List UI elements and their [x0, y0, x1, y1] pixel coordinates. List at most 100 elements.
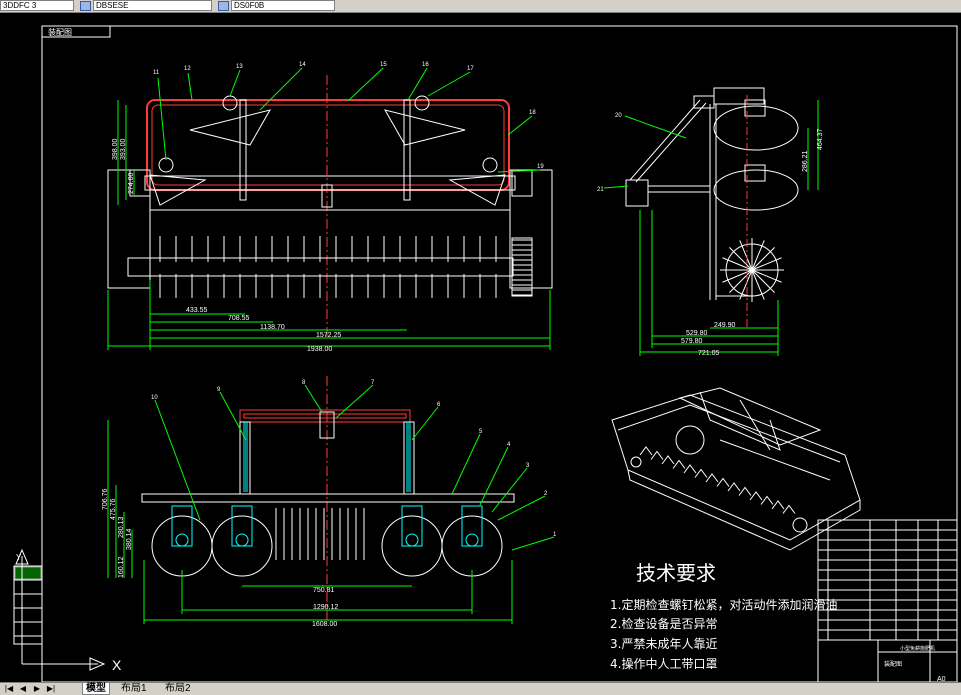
layer-manager-icon[interactable] — [80, 1, 91, 11]
leader-21 — [603, 185, 629, 189]
part-label: 6 — [437, 402, 441, 408]
side-top-mount — [693, 95, 715, 109]
side-top-block — [713, 87, 765, 105]
rotor-spoke — [729, 269, 753, 293]
tech-title: 技术要求 — [636, 561, 716, 585]
side-dimension-labels: 249.90 529.80 579.80 721.05 286.21 464.3… — [681, 128, 824, 357]
plan-disc-hub — [405, 533, 419, 547]
drawing-frame — [41, 25, 958, 683]
iso-tine — [661, 455, 675, 465]
front-view: 11 12 13 14 15 16 17 18 19 433.55 708. — [107, 62, 553, 353]
plan-beam — [141, 493, 515, 503]
dim-label: 1290.12 — [313, 604, 338, 611]
rotor-spoke — [751, 240, 765, 271]
side-view: 20 21 249.90 529.80 579.80 721.05 286.21… — [597, 87, 824, 357]
plan-part-numbers: 10 9 8 7 6 5 4 3 2 1 — [151, 380, 557, 538]
dim-label: 464.37 — [817, 128, 824, 150]
side-hitch — [625, 179, 649, 207]
hub-19 — [482, 157, 498, 173]
color-dropdown[interactable]: DBSESE — [93, 0, 212, 11]
part-label: 2 — [544, 491, 548, 497]
plan-disc-hub — [465, 533, 479, 547]
dim-label: 529.80 — [686, 330, 708, 337]
tab-layout1[interactable]: 布局1 — [121, 683, 147, 694]
side-brace-2 — [635, 102, 707, 183]
plan-dimensions — [107, 420, 513, 624]
cad-drawing: 装配图 — [13, 25, 958, 683]
main-beam — [144, 175, 516, 191]
tech-item: 4.操作中人工带口罩 — [610, 656, 717, 671]
center-clamp — [321, 184, 333, 208]
part-label: 9 — [217, 387, 221, 393]
part-label: 20 — [615, 113, 622, 119]
dim-label: 286.21 — [802, 150, 809, 172]
dim-label: 750.81 — [313, 587, 335, 594]
rotor-spoke — [751, 269, 765, 300]
part-label: 21 — [597, 187, 604, 193]
rotor-spoke — [751, 269, 775, 293]
sheet-size: A0 — [937, 676, 946, 682]
dim-label: 1138.70 — [260, 324, 285, 331]
part-label: 10 — [151, 395, 158, 401]
iso-tine — [683, 464, 697, 474]
plan-top-frame-inner — [243, 413, 407, 419]
tab-model[interactable]: 模型 — [82, 683, 110, 695]
plan-leaders — [154, 384, 555, 551]
part-label: 12 — [184, 66, 191, 72]
iso-tine — [716, 477, 730, 487]
drawing-name: 小型免耕施肥机 — [900, 645, 935, 652]
linetype-dropdown[interactable]: DS0F0B — [231, 0, 335, 11]
plan-disc-bracket — [171, 505, 193, 547]
drawing-canvas[interactable]: 装配图 — [0, 12, 961, 683]
part-label: 19 — [537, 164, 544, 170]
rotor-tines — [159, 236, 497, 298]
front-part-numbers: 11 12 13 14 15 16 17 18 19 — [153, 62, 544, 170]
layer-dropdown[interactable]: 3DDFC 3 — [0, 0, 74, 11]
hub-17 — [414, 95, 430, 111]
dim-label: 393.00 — [120, 138, 127, 160]
plan-disc — [211, 515, 273, 577]
plan-center-clamp — [319, 411, 335, 439]
part-label: 13 — [236, 64, 243, 70]
front-dimension-labels: 433.55 708.55 1138.70 1572.25 1938.00 39… — [112, 138, 341, 353]
dim-label: 433.55 — [186, 307, 208, 314]
iso-tine — [727, 482, 741, 492]
plan-strut-right-hl — [406, 422, 411, 492]
dim-label: 706.76 — [102, 488, 109, 510]
part-label: 3 — [526, 463, 530, 469]
part-label: 5 — [479, 429, 483, 435]
part-label: 15 — [380, 62, 387, 68]
dim-label: 1572.25 — [316, 332, 341, 339]
ucs-y-label: Y — [16, 553, 22, 562]
side-rotor-spokes — [720, 238, 784, 302]
front-dimensions — [107, 100, 551, 350]
tab-last-icon[interactable]: ▶| — [46, 684, 56, 693]
plan-disc-bracket — [231, 505, 253, 547]
iso-tine — [650, 450, 664, 460]
dim-label: 160.12 — [118, 556, 125, 578]
iso-tine — [738, 486, 752, 496]
disc-bottom-right — [448, 174, 506, 206]
layout-tabs-bar: |◀ ◀ ▶ ▶| 模型 布局1 布局2 — [0, 682, 961, 695]
leader-20 — [624, 115, 687, 139]
tab-layout2[interactable]: 布局2 — [165, 683, 191, 694]
part-label: 16 — [422, 62, 429, 68]
part-label: 7 — [371, 380, 375, 386]
tab-prev-icon[interactable]: ◀ — [19, 684, 27, 693]
part-label: 18 — [529, 110, 536, 116]
disc-bottom-left — [149, 174, 207, 206]
bolt-right — [403, 99, 411, 201]
technical-requirements: 技术要求 1.定期检查螺钉松紧，对活动件添加润滑油 2.检查设备是否异常 3.严… — [610, 561, 837, 671]
iso-tine — [771, 500, 785, 510]
plan-disc-bracket — [461, 505, 483, 547]
tech-item: 1.定期检查螺钉松紧，对活动件添加润滑油 — [610, 597, 837, 612]
front-leaders — [157, 67, 541, 173]
ucs-icon: X Y — [15, 548, 122, 673]
dim-label: 1608.00 — [312, 621, 337, 628]
tab-next-icon[interactable]: ▶ — [33, 684, 41, 693]
dim-label: 579.80 — [681, 338, 703, 345]
tab-first-icon[interactable]: |◀ — [4, 684, 14, 693]
side-hub-lower — [744, 164, 766, 182]
linetype-icon[interactable] — [218, 1, 229, 11]
part-label: 17 — [467, 66, 474, 72]
